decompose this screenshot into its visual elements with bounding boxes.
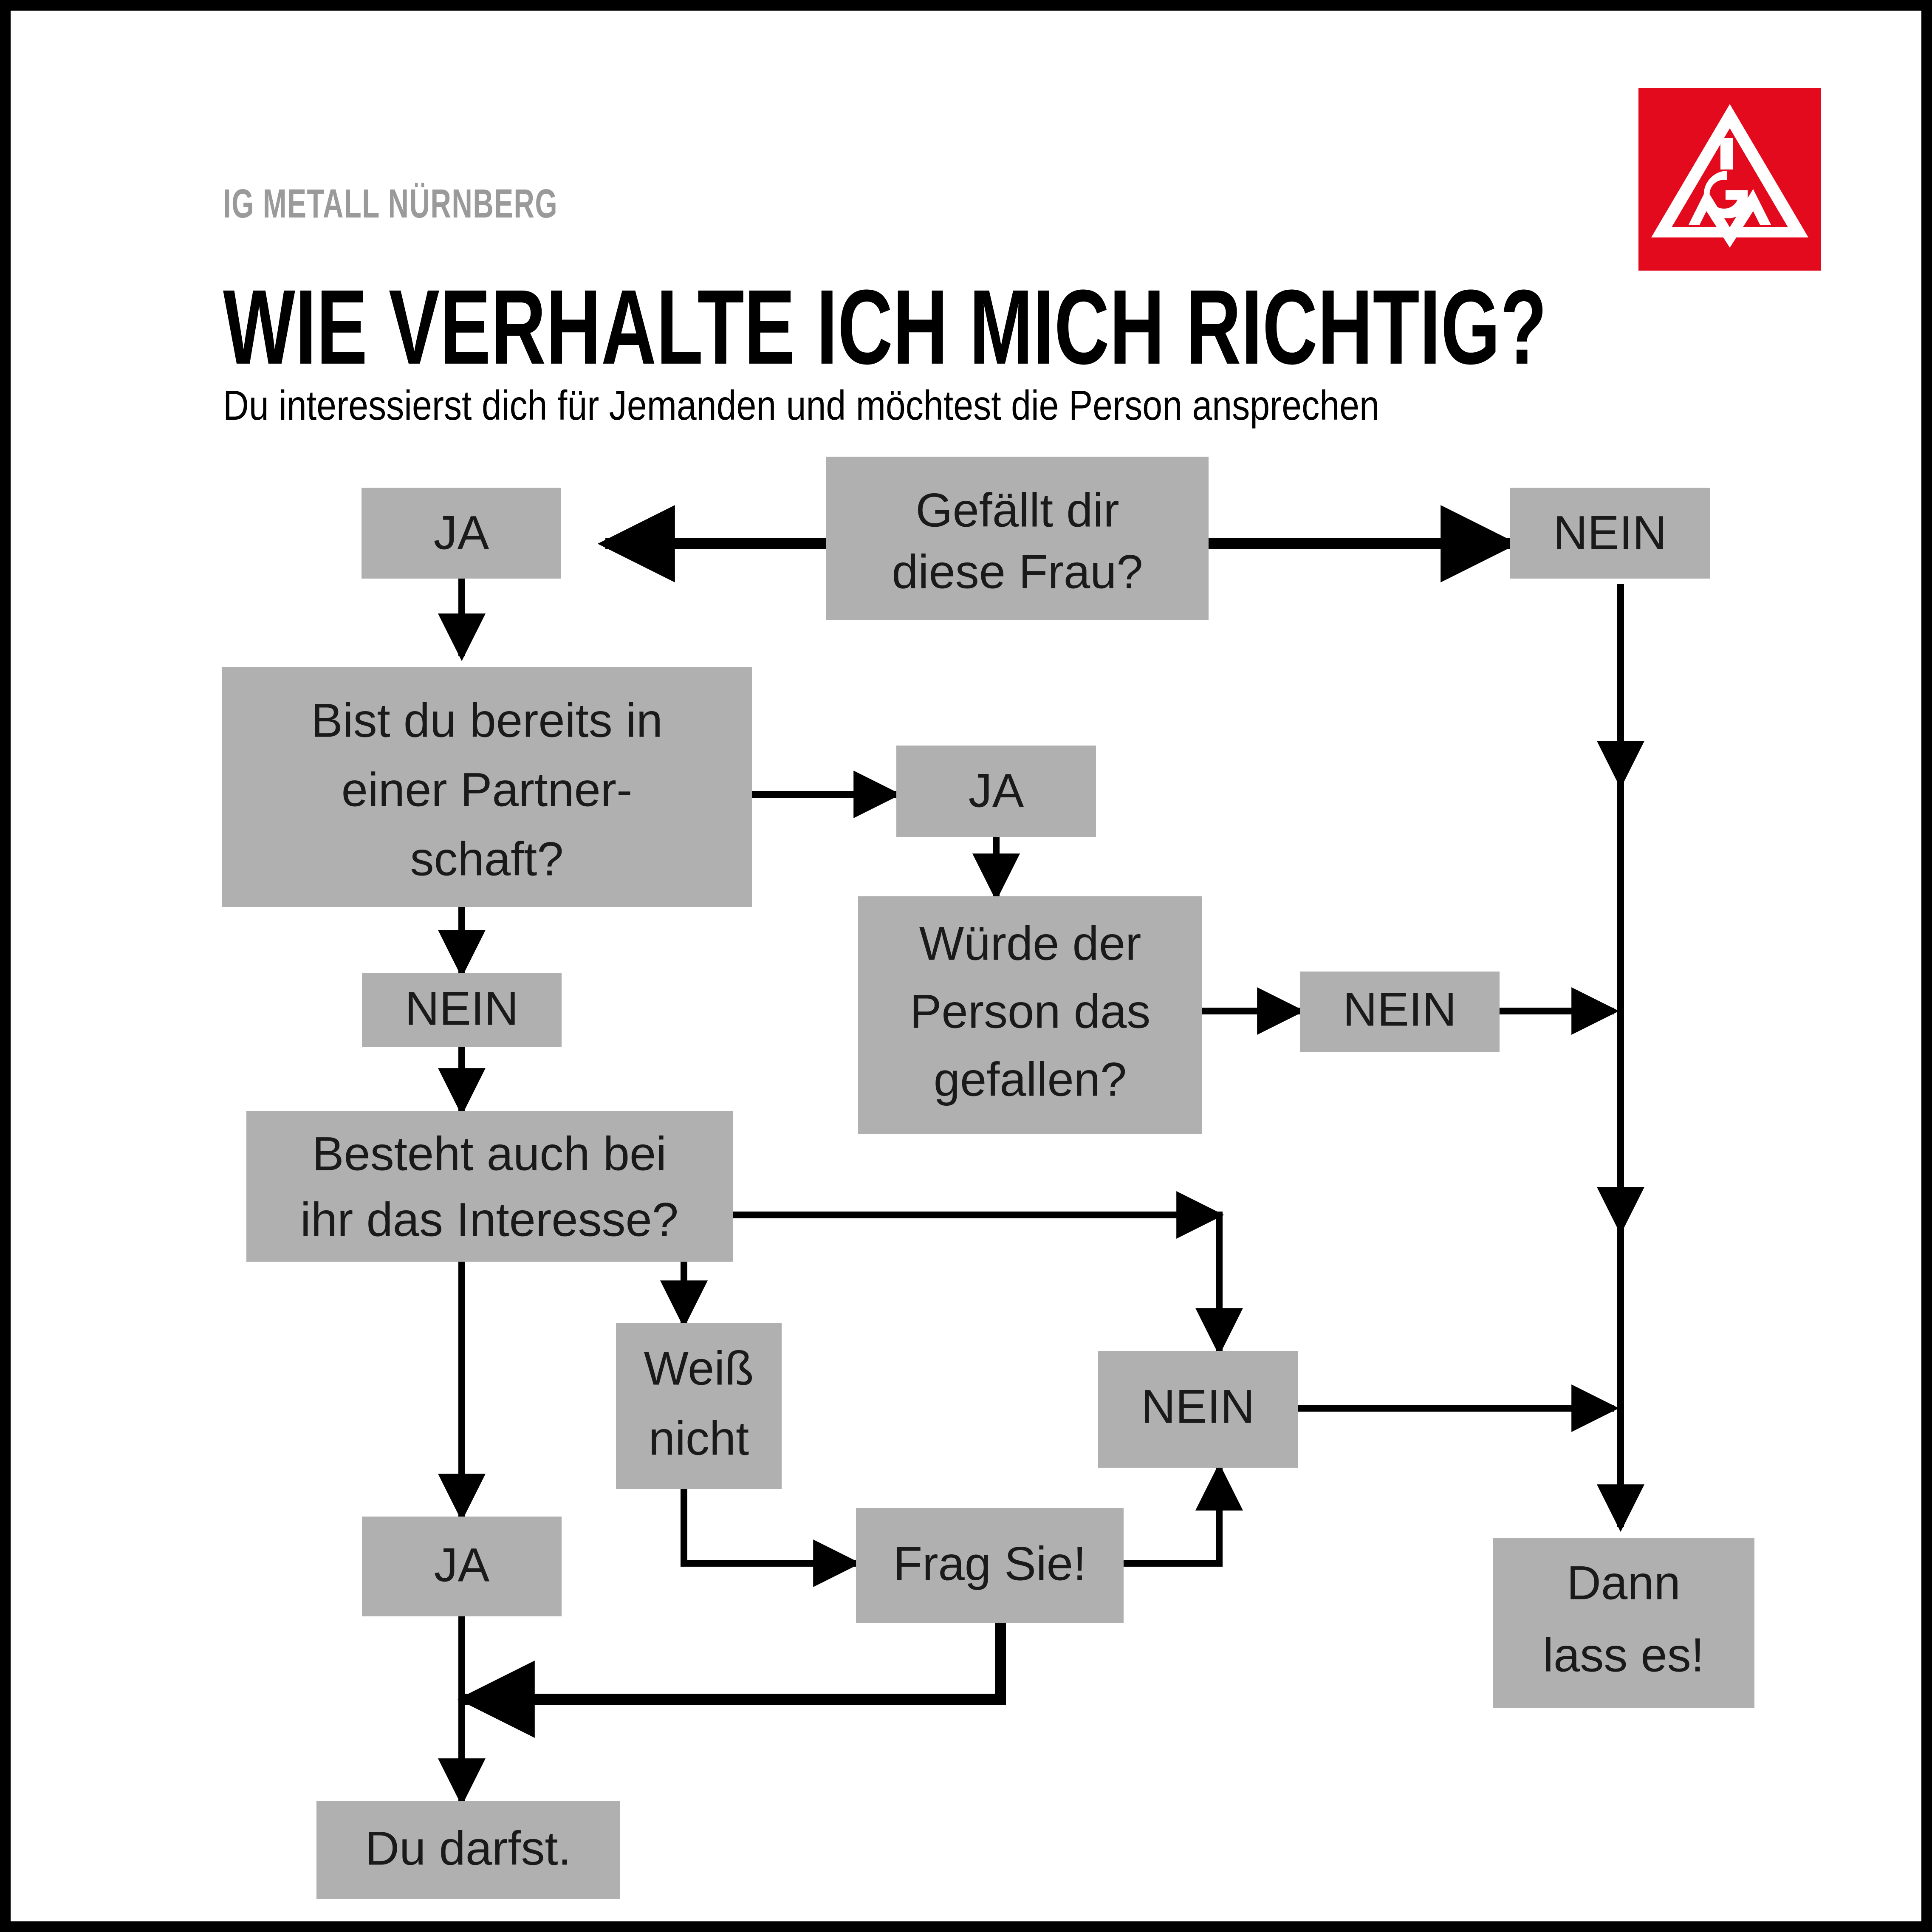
node-q4[interactable]: Besteht auch bei ihr das Interesse? — [246, 1111, 733, 1262]
node-dann-line-1: Dann — [1567, 1556, 1681, 1610]
node-nein-1-label: NEIN — [1553, 506, 1667, 559]
edge-frag-merge — [457, 1602, 1006, 1738]
node-q2[interactable]: Bist du bereits in einer Partner- schaft… — [222, 667, 752, 907]
node-nein-2-label: NEIN — [405, 982, 519, 1035]
node-weiss-nicht[interactable]: Weiß nicht — [616, 1323, 782, 1489]
node-nein-3[interactable]: NEIN — [1300, 972, 1500, 1052]
node-q1[interactable]: Gefällt dir diese Frau? — [826, 457, 1209, 620]
organisation-kicker: IG METALL NÜRNBERG — [223, 181, 558, 226]
node-q4-line-1: Besteht auch bei — [312, 1127, 667, 1181]
node-nein-1[interactable]: NEIN — [1510, 488, 1710, 579]
node-q3-line-3: gefallen? — [934, 1053, 1127, 1106]
node-nein-2[interactable]: NEIN — [362, 973, 562, 1047]
node-frag-sie[interactable]: Frag Sie! — [856, 1508, 1124, 1623]
node-dann-line-2: lass es! — [1543, 1629, 1704, 1682]
flowchart: JA Gefällt dir diese Frau? NEIN Bist du … — [222, 457, 1754, 1899]
node-q1-line-2: diese Frau? — [892, 545, 1143, 599]
edge-weiss-frag — [681, 1489, 861, 1587]
node-q1-line-1: Gefällt dir — [915, 484, 1119, 537]
node-q2-line-2: einer Partner- — [342, 763, 633, 816]
node-weiss-line-2: nicht — [649, 1412, 749, 1465]
node-nein-4[interactable]: NEIN — [1098, 1351, 1298, 1468]
node-ja-2-label: JA — [969, 764, 1024, 817]
node-nein-4-label: NEIN — [1141, 1380, 1255, 1433]
node-nein-3-label: NEIN — [1343, 983, 1457, 1036]
node-q2-line-3: schaft? — [410, 833, 563, 886]
node-q2-line-1: Bist du bereits in — [311, 694, 663, 747]
node-du-darfst[interactable]: Du darfst. — [316, 1801, 620, 1899]
node-dann-lass-es[interactable]: Dann lass es! — [1493, 1538, 1754, 1708]
node-weiss-line-1: Weiß — [644, 1342, 754, 1395]
node-ja-1-label: JA — [434, 506, 489, 559]
node-q3[interactable]: Würde der Person das gefallen? — [858, 896, 1202, 1134]
node-ja-3-label: JA — [434, 1539, 490, 1592]
page-title: WIE VERHALTE ICH MICH RICHTIG? — [223, 268, 1547, 386]
node-ja-1[interactable]: JA — [362, 488, 561, 579]
node-q3-line-1: Würde der — [919, 917, 1141, 970]
ig-metall-logo-icon — [1638, 88, 1821, 271]
page-subtitle: Du interessierst dich für Jemanden und m… — [223, 382, 1379, 429]
node-ja-3[interactable]: JA — [362, 1517, 562, 1616]
poster-inner: IG METALL NÜRNBERG WIE VERHALTE ICH MICH… — [11, 11, 1921, 1921]
node-frag-label: Frag Sie! — [893, 1537, 1086, 1590]
edge-q4-nein4 — [911, 1212, 1243, 1356]
node-ja-2[interactable]: JA — [896, 746, 1096, 837]
node-darfst-label: Du darfst. — [365, 1822, 571, 1875]
node-q4-line-2: ihr das Interesse? — [300, 1193, 678, 1246]
node-q3-line-2: Person das — [910, 985, 1151, 1038]
edge-frag-nein4 — [1115, 1463, 1243, 1567]
